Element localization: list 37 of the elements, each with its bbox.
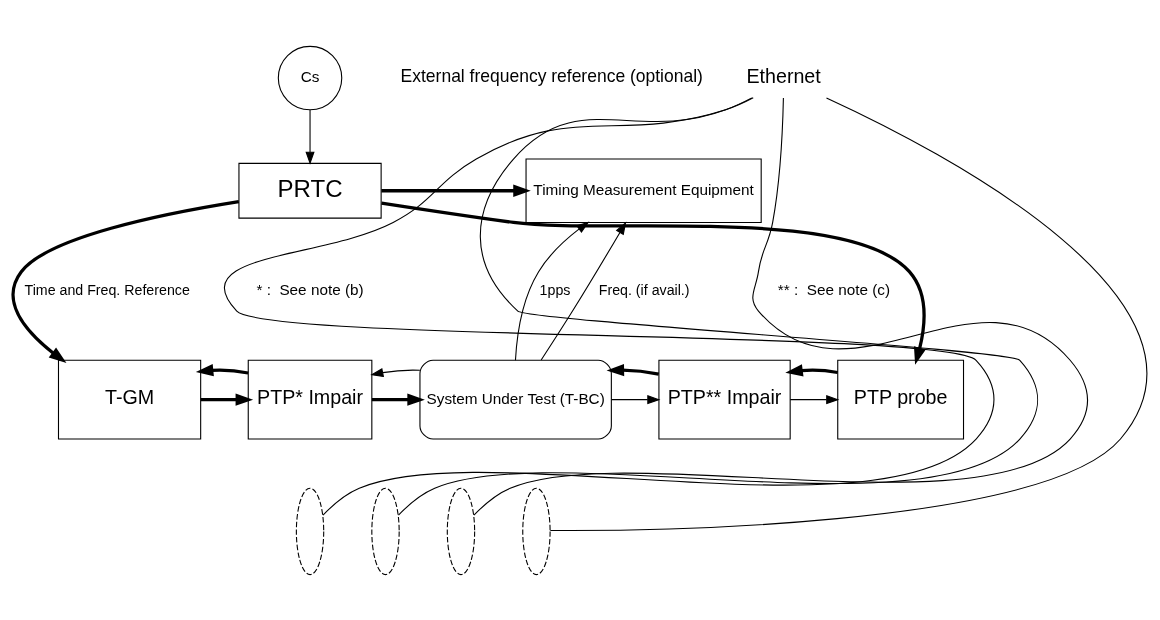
arrow: [305, 108, 315, 165]
edge-label: Time and Freq. Reference: [24, 281, 190, 298]
node-text: Ethernet: [746, 64, 821, 87]
arrow: [11, 199, 240, 363]
arrow: [371, 393, 425, 406]
arrow: [606, 363, 660, 376]
arrow: [785, 363, 838, 376]
edge-label: 1pps: [539, 281, 571, 298]
node-ellipse: [371, 487, 400, 575]
node-box: PRTC: [238, 162, 382, 219]
node-box: System Under Test (T-BC): [419, 359, 612, 440]
node-label: External frequency reference (optional): [400, 65, 703, 86]
connector: [473, 96, 1089, 516]
arrow: [370, 367, 421, 377]
node-ellipse: [522, 487, 551, 575]
connector: [549, 96, 1148, 531]
arrow: [195, 363, 249, 376]
arrow: [789, 394, 840, 404]
connector: [397, 96, 1039, 516]
arrow: [381, 200, 926, 365]
edge-label: Freq. (if avail.): [598, 281, 690, 298]
arrow: [611, 394, 661, 404]
label: ** : See note (c): [777, 280, 891, 298]
arrow: [381, 184, 531, 197]
arrow: [200, 393, 254, 406]
node-circle: Cs: [277, 45, 343, 110]
node-box: PTP** Impair: [658, 359, 791, 440]
node-box: PTP* Impair: [247, 359, 373, 440]
node-box: PTP probe: [837, 359, 965, 440]
connector: [223, 96, 995, 516]
node-ellipse: [446, 487, 476, 575]
arrow: [514, 221, 590, 361]
node-box: Timing Measurement Equipment: [525, 157, 762, 223]
arrow: [540, 221, 627, 361]
node-box: T-GM: [57, 359, 202, 440]
label: * : See note (b): [256, 280, 364, 298]
node-ellipse: [295, 487, 325, 575]
